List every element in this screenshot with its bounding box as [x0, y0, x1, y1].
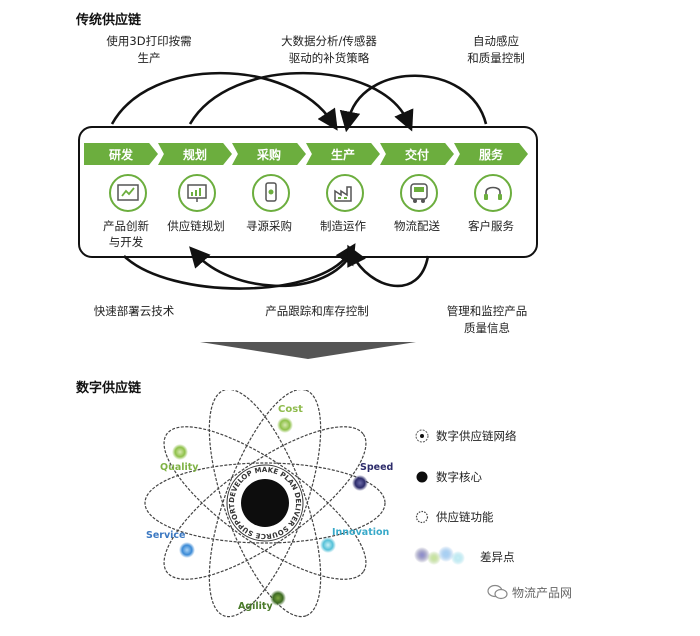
label-speed: Speed [360, 462, 393, 473]
orbit-1 [144, 462, 386, 544]
bus-icon [400, 174, 438, 212]
stage-production: 生产 [306, 143, 380, 165]
label-innovation: Innovation [332, 527, 390, 538]
stage-research: 研发 [84, 143, 158, 165]
label-cost: Cost [278, 404, 303, 415]
core-legend-icon [416, 471, 428, 483]
note-big-data: 大数据分析/传感器驱动的补货策略 [281, 34, 377, 65]
node-innovation [320, 537, 336, 553]
orbit-3 [163, 426, 367, 580]
label-quality: Quality [160, 462, 199, 473]
legend-differentiator: 差异点 [480, 550, 515, 564]
process-customer-service-label: 客户服务 [468, 219, 514, 233]
process-manufacturing-label: 制造运作 [320, 219, 366, 233]
function-legend-icon [415, 510, 429, 524]
process-logistics-label: 物流配送 [394, 219, 440, 233]
note-tracking: 产品跟踪和库存控制 [265, 304, 369, 318]
label-agility: Agility [238, 601, 273, 612]
process-planning-label: 供应链规划 [167, 219, 225, 233]
stage-delivery: 交付 [380, 143, 454, 165]
innovation-icon [109, 174, 147, 212]
digital-core [241, 479, 289, 527]
process-innovation-label: 产品创新与开发 [103, 219, 149, 249]
arrow-service-to-production [339, 74, 488, 133]
stage-planning: 规划 [158, 143, 232, 165]
transition-down-arrow [200, 342, 416, 359]
arrow-bottom-3 [347, 244, 430, 288]
node-cost [277, 417, 293, 433]
arrow-research-to-production [110, 71, 338, 131]
process-sourcing-label: 寻源采购 [246, 219, 292, 233]
supply-chain-frame [78, 126, 538, 258]
arrow-bottom-1 [123, 243, 356, 290]
note-3d-printing: 使用3D打印按需生产 [106, 34, 192, 65]
orbit-4 [208, 390, 322, 618]
node-service [179, 542, 195, 558]
digital-title: 数字供应链 [76, 381, 142, 396]
headset-icon [474, 174, 512, 212]
stage-procurement: 采购 [232, 143, 306, 165]
note-quality-info: 管理和监控产品质量信息 [446, 304, 528, 335]
node-speed [352, 475, 368, 491]
note-auto-sensing: 自动感应和质量控制 [467, 34, 525, 65]
arrow-plan-to-delivery [188, 71, 414, 132]
sourcing-phone-icon [252, 174, 290, 212]
arrow-bottom-2 [189, 246, 352, 288]
planning-chart-icon [178, 174, 216, 212]
note-cloud: 快速部署云技术 [93, 304, 175, 318]
differentiator-legend-icon [414, 546, 465, 565]
wechat-icon [487, 584, 508, 600]
digital-network-diagram: DEVELOP MAKE PLAN DELIVER SOURCE SUPPORT… [144, 390, 393, 618]
label-service: Service [146, 530, 186, 541]
stage-service: 服务 [454, 143, 528, 165]
node-quality [172, 444, 188, 460]
watermark-text: 物流产品网 [512, 586, 573, 600]
node-agility [270, 590, 286, 606]
traditional-title: 传统供应链 [76, 13, 142, 28]
flow-arrows [110, 71, 488, 290]
factory-icon [326, 174, 364, 212]
legend-function: 供应链功能 [436, 510, 494, 524]
legend-core: 数字核心 [436, 470, 482, 484]
network-legend-icon [415, 429, 429, 443]
legend-network: 数字供应链网络 [436, 429, 517, 443]
